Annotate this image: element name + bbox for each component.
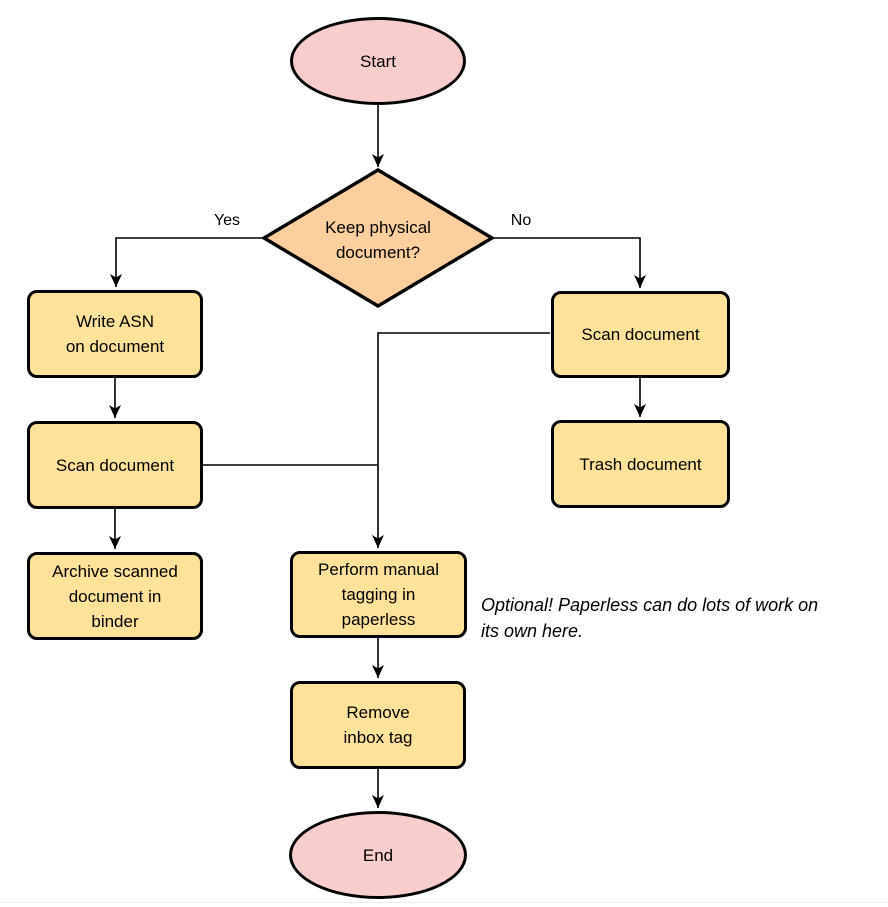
edge-decision-no-to-scan-right — [492, 237, 646, 288]
node-start: Start — [290, 17, 466, 105]
node-scan-document-left: Scan document — [27, 421, 203, 509]
node-write-asn: Write ASN on document — [27, 290, 203, 378]
edge-label-no: No — [510, 212, 532, 229]
node-remove-inbox-tag: Remove inbox tag — [290, 681, 466, 769]
node-manual-tagging: Perform manual tagging in paperless — [290, 551, 467, 638]
note-optional: Optional! Paperless can do lots of work … — [481, 595, 819, 641]
node-end: End — [289, 811, 467, 899]
edge-decision-yes-to-write-asn — [110, 237, 264, 287]
decision-diamond-shape — [260, 168, 496, 308]
node-scan-document-right: Scan document — [551, 291, 730, 378]
bottom-divider — [0, 902, 888, 903]
node-decision-label: Keep physical document? — [325, 218, 431, 262]
edge-label-yes: Yes — [213, 212, 241, 229]
edge-scan-right-to-tagging — [372, 332, 550, 548]
node-archive-binder: Archive scanned document in binder — [27, 552, 203, 640]
node-trash-document: Trash document — [551, 420, 730, 508]
